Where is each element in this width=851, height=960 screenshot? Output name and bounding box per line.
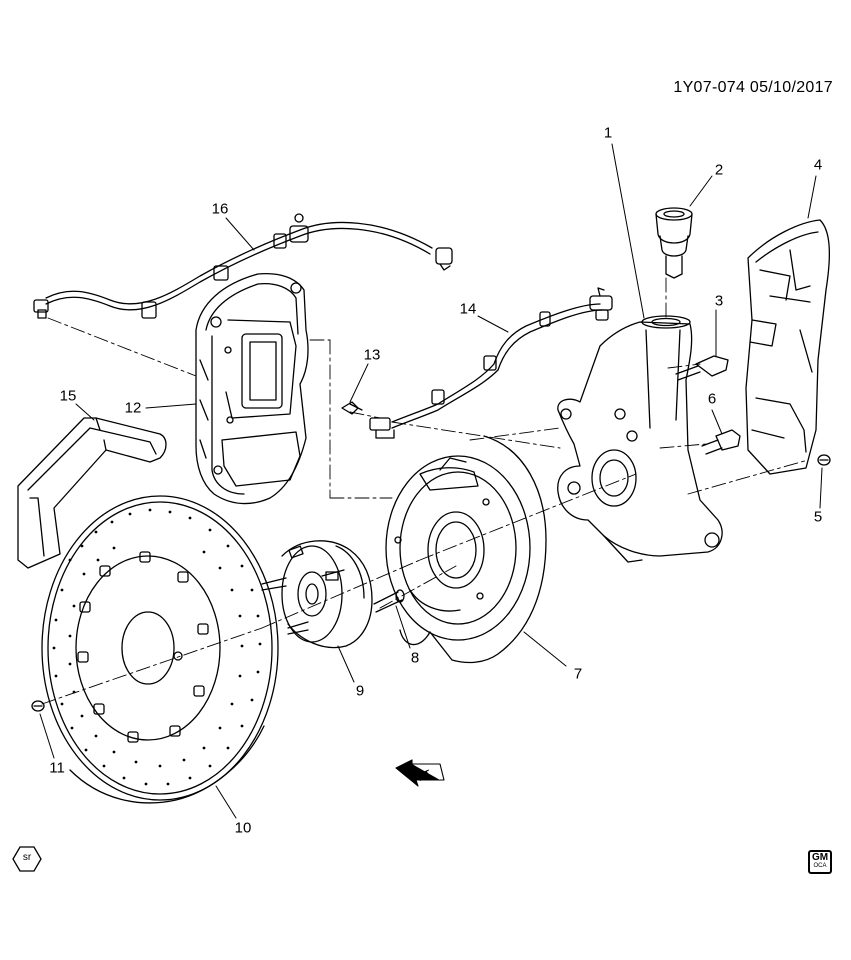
callout-2: 2 <box>714 161 724 179</box>
front-arrow-icon <box>395 759 445 787</box>
part-4-splash-shield <box>745 219 830 475</box>
part-13-sensor-bolt <box>341 401 363 415</box>
service-ref-text: sr <box>22 852 32 863</box>
callout-3: 3 <box>714 292 724 310</box>
hub-studs <box>261 545 345 635</box>
service-ref-badge: sr <box>12 846 42 872</box>
part-9-hub <box>261 540 373 649</box>
part-1-knuckle <box>557 315 723 563</box>
part-6-bolt <box>701 429 741 455</box>
part-3-bolt <box>675 355 729 381</box>
callout-12: 12 <box>124 399 142 417</box>
callout-14: 14 <box>459 300 477 318</box>
assembly-centerlines <box>41 277 809 705</box>
part-10-rotor <box>41 495 279 804</box>
part-16-harness <box>33 213 453 319</box>
callout-6: 6 <box>707 390 717 408</box>
callout-5: 5 <box>813 508 823 526</box>
callout-10: 10 <box>234 819 252 837</box>
rotor-hat-bolts <box>77 551 209 743</box>
part-11-rotor-screw <box>31 700 45 712</box>
callout-13: 13 <box>363 346 381 364</box>
callout-7: 7 <box>573 665 583 683</box>
part-5-screw <box>817 454 831 466</box>
gm-logo-subtext: OCA <box>813 863 827 869</box>
part-7-backing-plate <box>385 435 547 664</box>
callout-1: 1 <box>603 124 613 142</box>
gm-logo-text: GM <box>811 852 829 863</box>
part-15-shield-bracket <box>17 417 167 569</box>
callout-15: 15 <box>59 387 77 405</box>
part-2-ball-joint <box>655 207 693 279</box>
illustration-id: 1Y07-074 05/10/2017 <box>673 79 833 96</box>
gm-logo-badge: GM OCA <box>808 850 832 874</box>
callout-8: 8 <box>410 649 420 667</box>
callout-4: 4 <box>813 156 823 174</box>
leader-lines <box>39 143 823 819</box>
callout-11: 11 <box>49 759 65 777</box>
part-12-caliper <box>195 272 309 505</box>
callout-16: 16 <box>211 200 229 218</box>
rotor-drill-holes <box>52 508 262 786</box>
callout-9: 9 <box>355 682 365 700</box>
part-14-speed-sensor <box>369 287 613 439</box>
